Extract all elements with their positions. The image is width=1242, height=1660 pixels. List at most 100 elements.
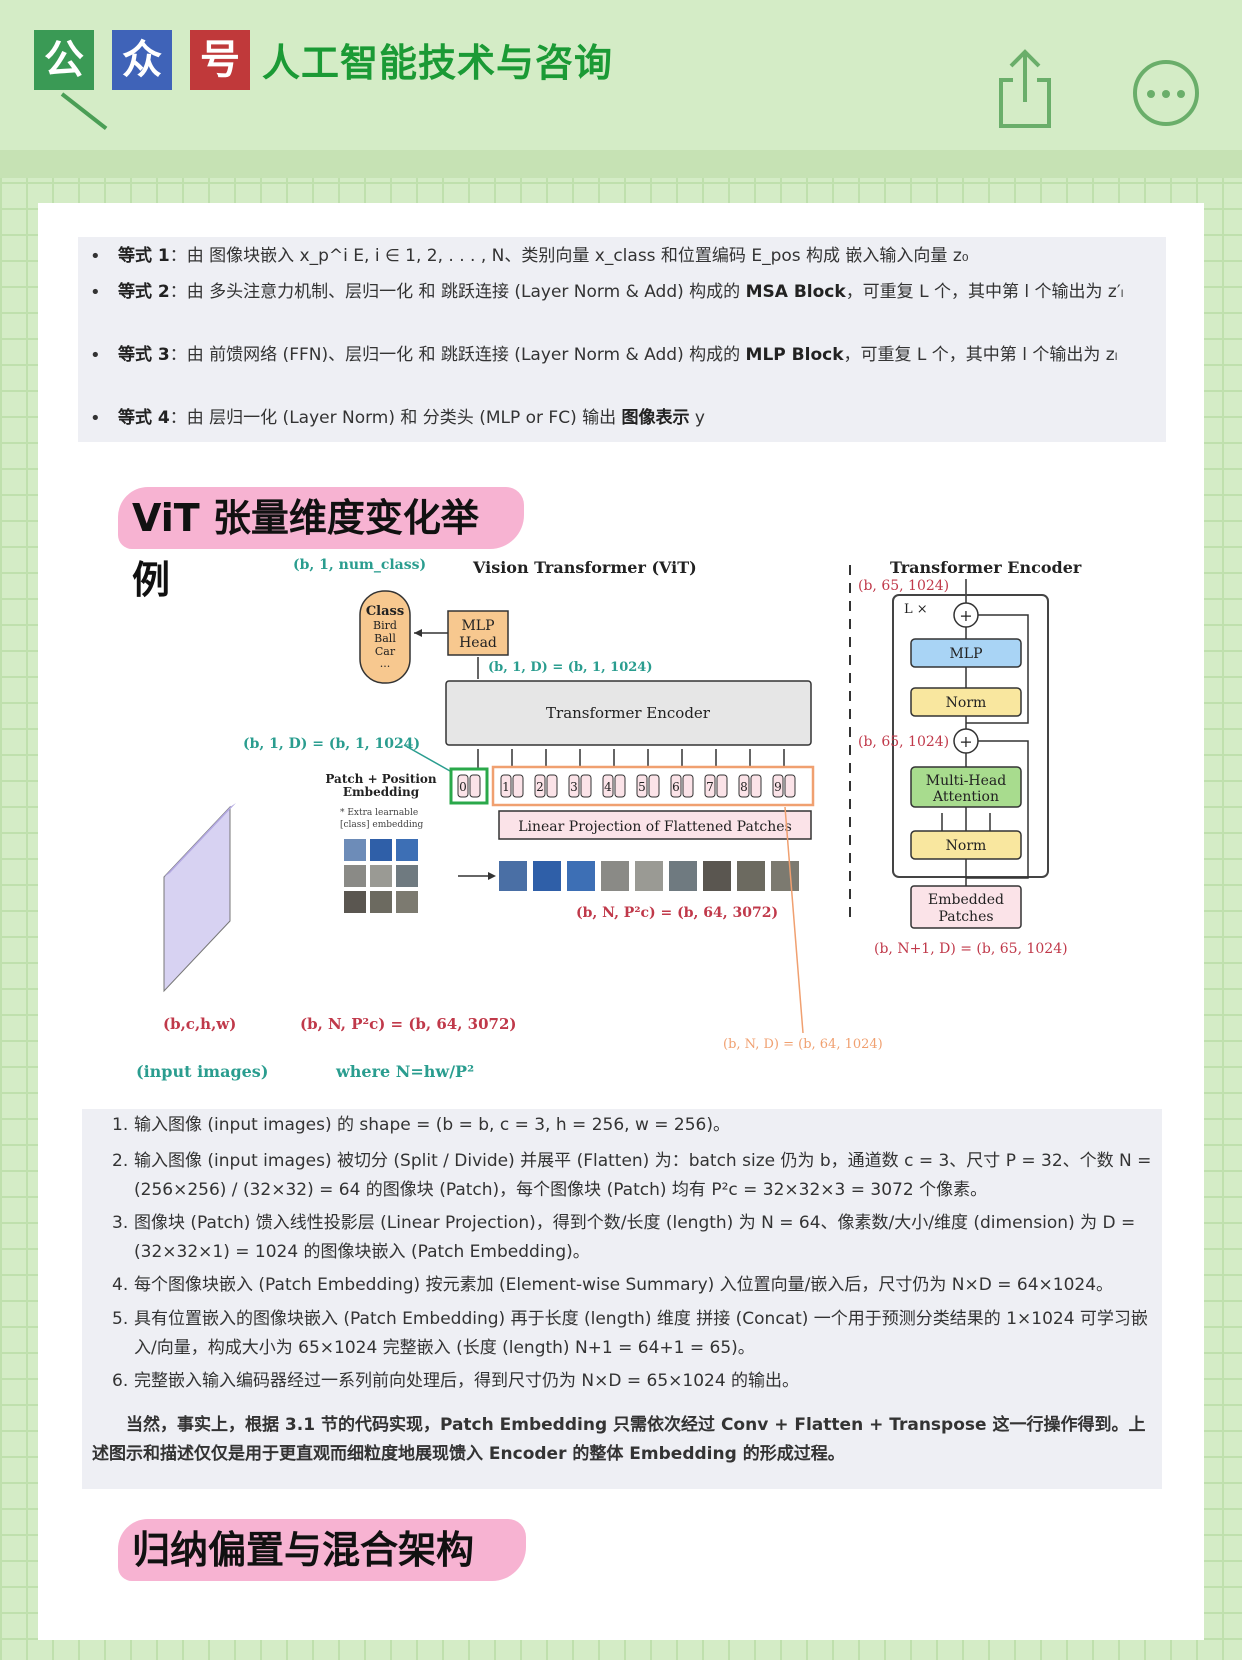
- badge-hao: 号: [190, 30, 250, 90]
- bullet-label: 等式 3: [118, 345, 170, 365]
- flattened-patch-tiles: [499, 861, 799, 891]
- embedded-patches-box: [910, 885, 1022, 929]
- step-text: 完整嵌入输入编码器经过一系列前向处理后，得到尺寸仍为 N×D = 65×1024…: [134, 1371, 800, 1391]
- dim-cls: (b, 1, D) = (b, 1, 1024): [243, 736, 420, 752]
- diagram-title-vit: Vision Transformer (ViT): [472, 558, 697, 577]
- cls-pointer: [403, 744, 451, 772]
- dim-head: (b, 1, D) = (b, 1, 1024): [488, 660, 652, 675]
- token-row: [457, 774, 796, 798]
- bullet-text: 由 前馈网络 (FFN)、层归一化 和 跳跃连接 (Layer Norm & A…: [186, 345, 746, 365]
- linear-projection-label: Linear Projection of Flattened Patches: [518, 819, 792, 835]
- encoder-layer-box: [892, 594, 1049, 878]
- step-text: 具有位置嵌入的图像块嵌入 (Patch Embedding) 再于长度 (len…: [134, 1309, 1148, 1358]
- token-label: 0: [459, 780, 467, 794]
- section-heading-vit: ViT 张量维度变化举例: [118, 487, 524, 602]
- dim-enc-out: (b, 65, 1024): [858, 578, 949, 594]
- share-icon[interactable]: [995, 46, 1055, 130]
- patch-position-label: Embedding: [343, 785, 420, 799]
- step-text: 输入图像 (input images) 被切分 (Split / Divide)…: [134, 1151, 1152, 1200]
- class-label: Class: [366, 604, 404, 619]
- diagram-title-encoder: Transformer Encoder: [890, 558, 1082, 577]
- token-arrows: [477, 749, 785, 768]
- bullet-label: 等式 2: [118, 282, 170, 302]
- add-node-label: +: [959, 606, 972, 625]
- badge-slash-decoration: [60, 92, 108, 131]
- bullet-text: 由 图像块嵌入 x_p^i E, i ∈ 1, 2, . . . , N、类别向…: [186, 246, 969, 266]
- dim-enc-in: (b, N+1, D) = (b, 65, 1024): [874, 941, 1068, 957]
- section-heading-inductive-bias: 归纳偏置与混合架构: [118, 1519, 526, 1581]
- vit-diagram: Vision Transformer (ViT) Transformer Enc…: [136, 557, 1082, 1081]
- token-label: 7: [706, 780, 714, 794]
- step-text: 输入图像 (input images) 的 shape = (b = b, c …: [134, 1115, 730, 1135]
- step-text: 图像块 (Patch) 馈入线性投影层 (Linear Projection)，…: [134, 1213, 1136, 1262]
- input-image-shape: [163, 805, 231, 993]
- account-name[interactable]: 人工智能技术与咨询: [262, 41, 614, 85]
- embed-pointer: [784, 806, 804, 1034]
- class-item: ...: [380, 657, 391, 670]
- mha-label: Attention: [932, 789, 999, 805]
- embedded-patches-label: Patches: [938, 909, 993, 925]
- class-output-box: [359, 590, 411, 684]
- bullet-text: ，可重复 L 个，其中第 l 个输出为 z′ₗ: [845, 282, 1124, 302]
- dim-input: (b,c,h,w): [163, 1015, 236, 1033]
- class-item: Bird: [373, 619, 397, 632]
- article-card: • 等式 1：由 图像块嵌入 x_p^i E, i ∈ 1, 2, . . . …: [38, 203, 1204, 1640]
- layer-count: L ×: [904, 602, 928, 617]
- add-node-label: +: [959, 732, 972, 751]
- encoder-arrows: [941, 614, 1029, 888]
- image-grid: [344, 839, 418, 913]
- steps-box: 1.输入图像 (input images) 的 shape = (b = b, …: [82, 1109, 1162, 1489]
- closing-paragraph: 当然，事实上，根据 3.1 节的代码实现，Patch Embedding 只需依…: [92, 1415, 1146, 1464]
- arrowhead: [488, 872, 496, 880]
- bullet-text: 由 层归一化 (Layer Norm) 和 分类头 (MLP or FC) 输出: [186, 408, 622, 428]
- mha-label: Multi-Head: [926, 773, 1007, 789]
- transformer-encoder-box: [445, 680, 812, 746]
- mlp-head-label: MLP: [461, 618, 494, 634]
- bullet-label: 等式 1: [118, 246, 170, 266]
- bullet-text: y: [689, 408, 705, 428]
- token-label: 2: [536, 780, 544, 794]
- extra-note: * Extra learnable: [340, 808, 418, 818]
- step-number: 1.: [112, 1115, 129, 1135]
- dim-patch: (b, N, P²c) = (b, 64, 3072): [576, 905, 778, 921]
- norm-label: Norm: [946, 695, 987, 711]
- token-label: 8: [740, 780, 748, 794]
- mlp-label: MLP: [949, 646, 982, 662]
- extra-note: [class] embedding: [340, 820, 424, 830]
- norm-label: Norm: [946, 838, 987, 854]
- step-number: 3.: [112, 1213, 129, 1233]
- patch-position-label: Patch + Position: [325, 772, 437, 786]
- embedded-patches-label: Embedded: [928, 892, 1004, 908]
- bullet-label: 等式 4: [118, 408, 170, 428]
- bullet-bold: 图像表示: [621, 408, 690, 428]
- bullet-text: 由 多头注意力机制、层归一化 和 跳跃连接 (Layer Norm & Add)…: [186, 282, 746, 302]
- bullet-text: ，可重复 L 个，其中第 l 个输出为 zₗ: [843, 345, 1118, 365]
- token-label: 1: [502, 780, 510, 794]
- where-formula: where N=hw/P²: [335, 1062, 474, 1081]
- token-label: 9: [774, 780, 782, 794]
- more-options-icon[interactable]: [1133, 60, 1199, 126]
- cls-token-frame: [449, 767, 489, 805]
- class-item: Car: [375, 645, 396, 658]
- token-labels: 0 1 2 3 4 5 6 7 8 9: [459, 780, 782, 794]
- token-label: 5: [638, 780, 646, 794]
- equation-summary-box: • 等式 1：由 图像块嵌入 x_p^i E, i ∈ 1, 2, . . . …: [78, 237, 1166, 442]
- step-text: 每个图像块嵌入 (Patch Embedding) 按元素加 (Element-…: [134, 1275, 1114, 1295]
- token-label: 3: [570, 780, 578, 794]
- arrowhead: [414, 629, 422, 637]
- dim-num-class: (b, 1, num_class): [293, 557, 426, 573]
- input-images-label: (input images): [136, 1062, 268, 1081]
- bullet-bold: MSA Block: [745, 282, 846, 302]
- app-header: 公 众 号 人工智能技术与咨询: [0, 0, 1242, 178]
- bullet-bold: MLP Block: [745, 345, 844, 365]
- step-number: 6.: [112, 1371, 129, 1391]
- badge-zhong: 众: [112, 30, 172, 90]
- token-label: 4: [604, 780, 612, 794]
- step-number: 4.: [112, 1275, 129, 1295]
- dim-flat: (b, N, P²c) = (b, 64, 3072): [300, 1015, 517, 1033]
- badge-gong: 公: [34, 30, 94, 90]
- patch-token-frame: [491, 765, 815, 807]
- step-number: 2.: [112, 1151, 129, 1171]
- dim-enc-mid: (b, 65, 1024): [858, 734, 949, 750]
- mlp-head-label: Head: [459, 635, 497, 651]
